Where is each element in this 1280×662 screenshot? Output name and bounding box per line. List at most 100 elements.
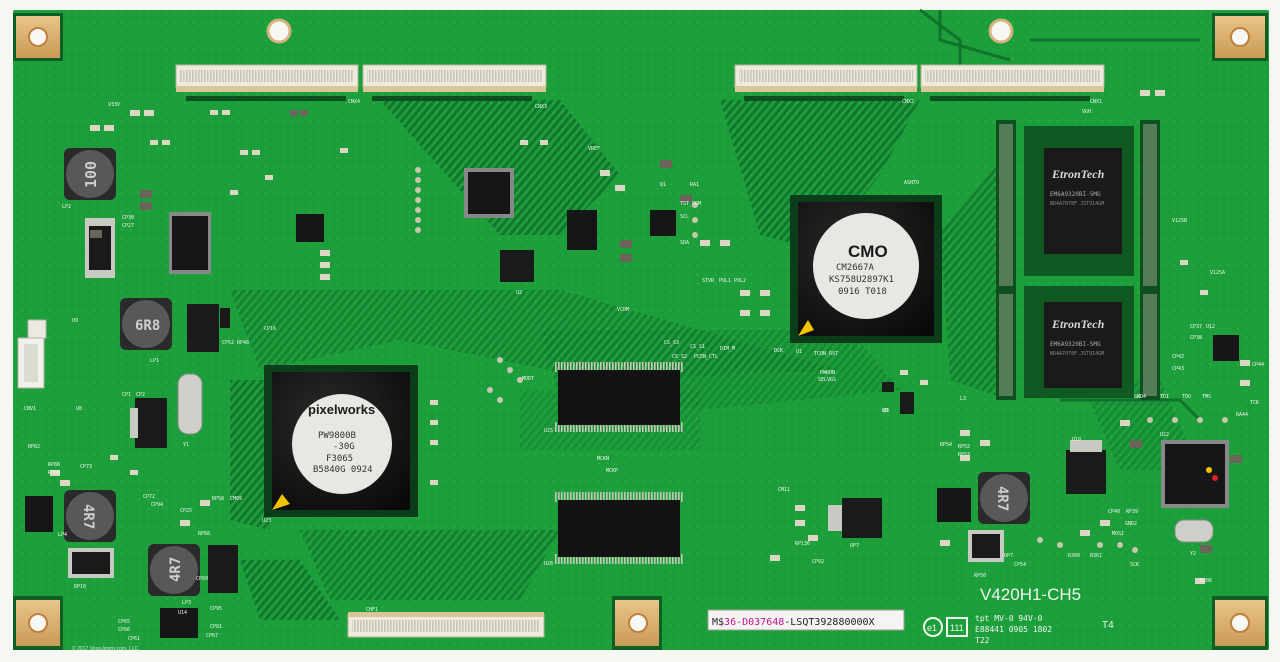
label-cp38: CP38	[1190, 335, 1202, 341]
cert-marks	[923, 617, 968, 637]
label-cp2: CP2	[136, 392, 145, 398]
label-l3: L3	[960, 396, 966, 402]
etron-top-line2: ND4A7078F.JST914GM	[1050, 201, 1104, 207]
label-gnd2: GND2	[1125, 521, 1137, 527]
inductor-lp4	[64, 490, 116, 542]
label-tms: TMS	[1202, 394, 1211, 400]
label-u10: U10	[1072, 437, 1081, 443]
label-rp82: RP82	[28, 444, 40, 450]
pixelworks-brand: pixelworks	[308, 402, 375, 417]
label-cnv1: CNV1	[24, 406, 36, 412]
etron-top-brand: EtronTech	[1051, 167, 1105, 181]
label-cp73: CP73	[80, 464, 92, 470]
etron-top-line1: EM6A9320BI-5MG	[1050, 191, 1101, 198]
cmo-line1: CM2667A	[836, 263, 875, 273]
pixelworks-line4: B5840G 0924	[313, 465, 373, 475]
label-dp7: DP7	[1004, 553, 1013, 559]
label-cp44: CP44	[1252, 362, 1264, 368]
inductor-lp1	[120, 298, 172, 350]
label-cp30: CP30	[122, 215, 134, 221]
label-cm09: CM09	[230, 496, 242, 502]
connector-chf1	[347, 612, 545, 638]
label-dp10: DP10	[74, 584, 86, 590]
connector-cnx4	[175, 64, 359, 92]
connector-cnx1	[920, 64, 1105, 92]
label-u3: U3	[882, 408, 888, 414]
label-rp54: RP54	[940, 442, 952, 448]
connector-cnx2	[734, 64, 918, 92]
label-tdo: TDO	[1182, 394, 1191, 400]
label-cp16: CP16	[264, 326, 276, 332]
label-cnx3: CNX3	[535, 104, 547, 110]
lp-right-value: 4R7	[994, 486, 1010, 511]
silkscreen-labels: U23 U25 U26 U2 U3 U8 U9 U10 U12 U14 U22 …	[28, 102, 1264, 642]
inductor-lp2	[64, 148, 116, 200]
label-ashto: ASHTO	[904, 180, 919, 186]
label-vref: VREF	[588, 146, 600, 152]
label-tck: TCK	[1250, 400, 1259, 406]
label-rp53: RP53	[958, 452, 970, 458]
mount-pads	[13, 13, 1268, 650]
tpt-mark: tpt MV-0 94V-0	[975, 614, 1043, 623]
etrontech-chip-top	[1024, 126, 1134, 276]
ul-mark: 111	[950, 623, 964, 633]
inductor-right	[978, 472, 1030, 524]
label-cp65: CP65	[118, 619, 130, 625]
label-cp66: CP66	[118, 627, 130, 633]
label-cp37: CP37	[1190, 324, 1202, 330]
cmo-tcon-chip	[790, 195, 942, 343]
label-sda: SDA	[680, 240, 689, 246]
tsop-chip-u26	[555, 492, 683, 564]
label-cp52: CP52	[222, 340, 234, 346]
cmo-brand: CMO	[848, 242, 888, 261]
label-q1: Q1	[660, 182, 666, 188]
label-u9: U9	[72, 318, 78, 324]
label-rp58: RP58	[212, 496, 224, 502]
label-sck: SCK	[1130, 562, 1139, 568]
label-rp68: RP68	[198, 531, 210, 537]
label-cnx1: CNX1	[1090, 99, 1102, 105]
label-rp50: RP50	[974, 573, 986, 579]
label-lp3: LP3	[182, 600, 191, 606]
label-modt: MODT	[522, 376, 534, 382]
label-cp25: CP25	[180, 508, 192, 514]
label-stvr: STVR	[702, 278, 715, 284]
label-lp1: LP1	[150, 358, 159, 364]
pixelworks-chip	[264, 365, 418, 517]
etrontech-chip-bottom	[1024, 286, 1134, 398]
t4-mark: T4	[1102, 620, 1114, 631]
label-u14: U14	[178, 610, 187, 616]
label-gnd4: GND4	[1134, 394, 1146, 400]
label-u25: U25	[544, 428, 553, 434]
label-cp67: CP67	[206, 633, 218, 639]
etron-bottom-brand: EtronTech	[1051, 317, 1105, 331]
cmo-line2: KS758U2897K1	[829, 275, 894, 285]
barcode-text: M$36-D037648-LSQT392880000X	[712, 617, 875, 628]
label-lp2: LP2	[62, 204, 71, 210]
tsop-chip-u25	[555, 362, 683, 432]
label-y2: Y2	[1190, 551, 1196, 557]
label-cs-s2: CS_S2	[672, 354, 687, 360]
label-r361: R361	[1090, 553, 1102, 559]
cmo-line3: 0916 T018	[838, 287, 887, 297]
label-u22: U22	[1160, 432, 1169, 438]
label-q3: Q3	[883, 408, 889, 414]
board-model: V420H1-CH5	[980, 585, 1081, 604]
connector-cnv1	[17, 319, 47, 389]
label-rp86: RP86	[48, 462, 60, 468]
label-ra1: RA1	[690, 182, 699, 188]
trace-bands	[230, 100, 1200, 620]
label-scl: SCL	[680, 214, 689, 220]
label-rp136: RP136	[795, 541, 810, 547]
label-cp54: CP54	[1014, 562, 1026, 568]
label-selvgs: SELVGS	[818, 377, 836, 383]
label-cp61: CP61	[128, 636, 140, 642]
label-pcen-ctl: PCEN_CTL	[694, 354, 718, 360]
label-v125a: V125A	[1210, 270, 1225, 276]
label-ra44: RA44	[1236, 412, 1248, 418]
label-r306: R306	[1200, 578, 1212, 584]
label-u26: U26	[544, 561, 553, 567]
inductors	[64, 148, 1030, 596]
connector-cnx3	[362, 64, 547, 92]
